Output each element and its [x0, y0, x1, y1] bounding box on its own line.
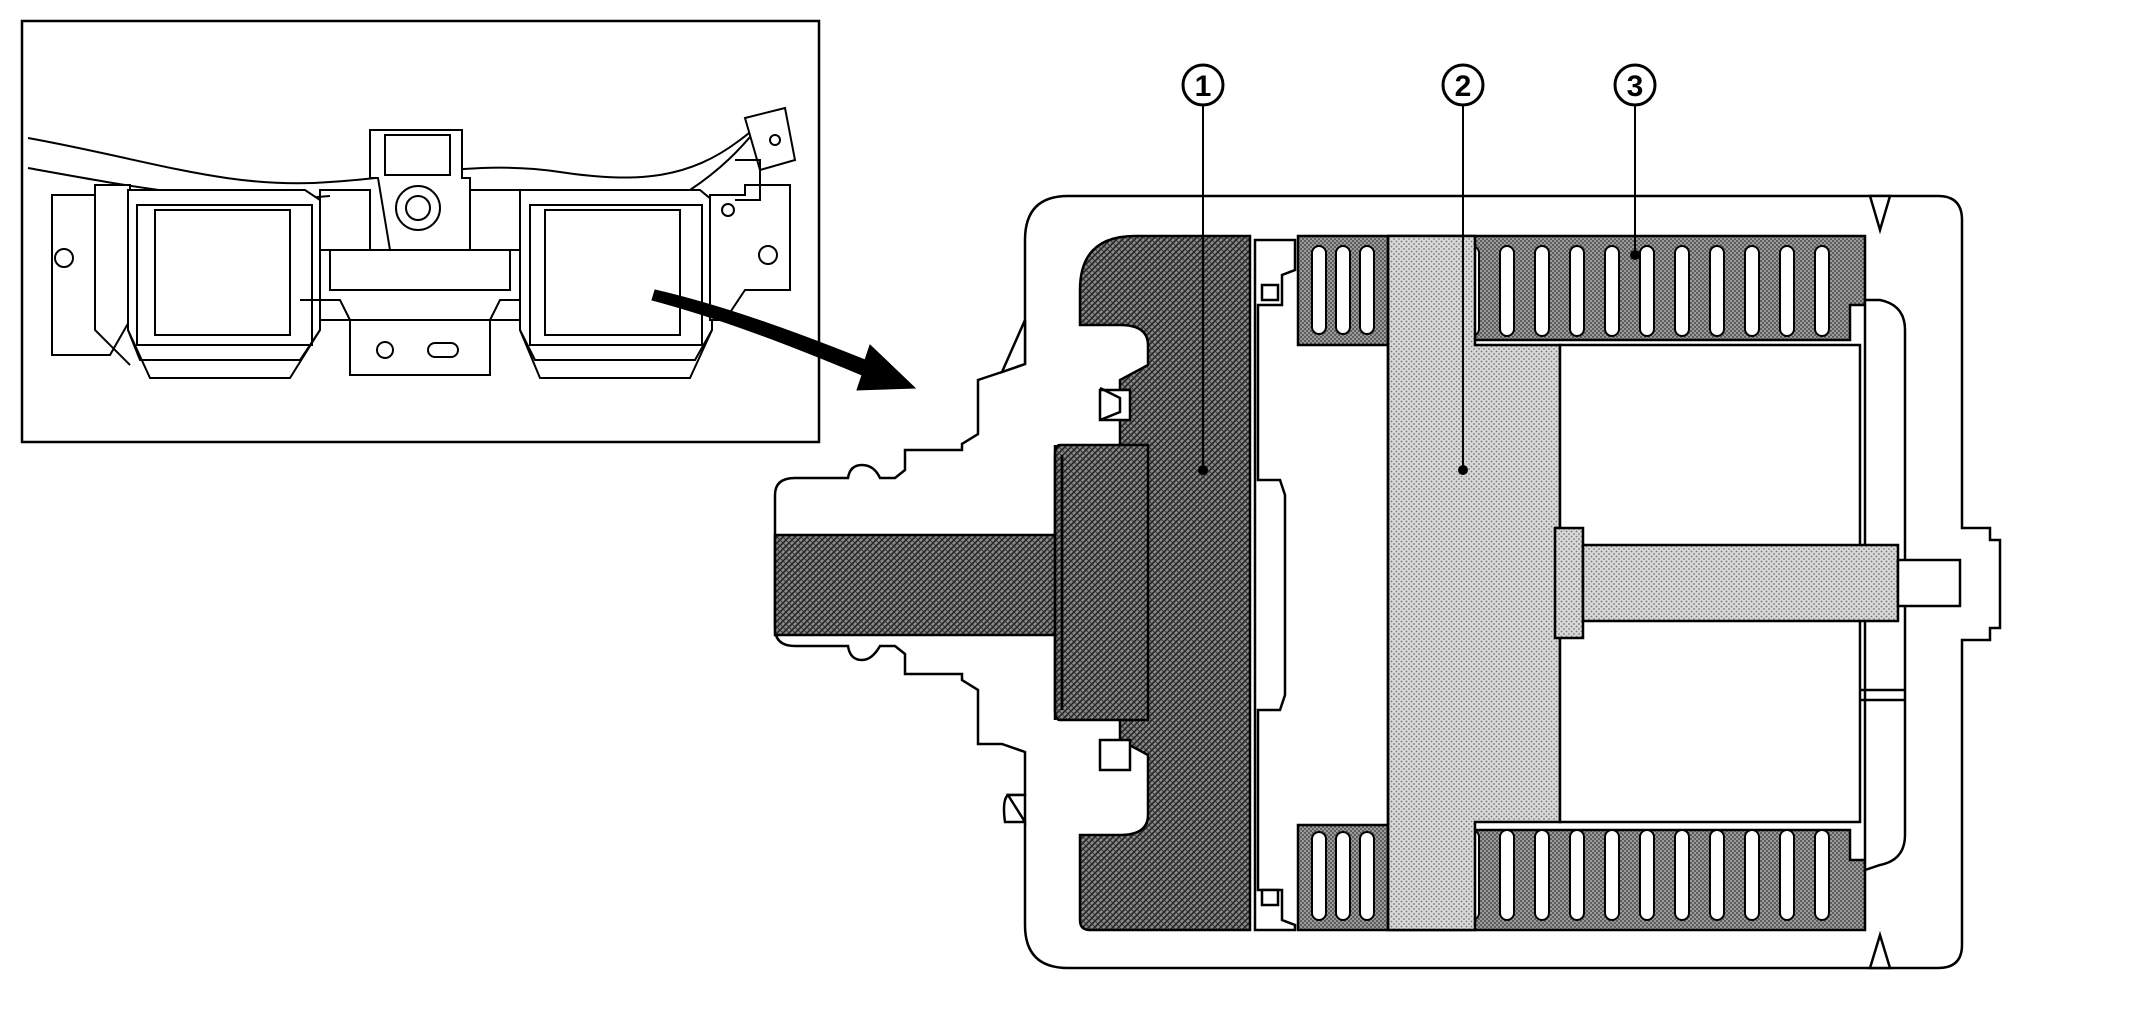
callouts: 1 2 3 [1181, 63, 1657, 475]
mount-cross-section [773, 194, 2002, 970]
diaphragm-plate [1253, 238, 1297, 932]
input-shaft [773, 533, 1077, 637]
callout-1: 1 [1181, 63, 1225, 475]
actuator-rod [1553, 526, 1585, 640]
callout-3: 3 [1613, 63, 1657, 260]
left-engine-mount [127, 189, 321, 379]
right-engine-mount [519, 189, 713, 379]
right-mount-bracket [709, 184, 791, 321]
callout-2: 2 [1441, 63, 1485, 475]
callout-label-3: 3 [1627, 70, 1644, 103]
zoom-arrow [651, 289, 917, 391]
left-mount-bracket [51, 184, 131, 366]
center-housing [300, 129, 540, 376]
location-inset [20, 19, 917, 444]
callout-label-1: 1 [1195, 70, 1212, 103]
callout-label-2: 2 [1455, 70, 1472, 103]
harness-connector [735, 106, 797, 201]
